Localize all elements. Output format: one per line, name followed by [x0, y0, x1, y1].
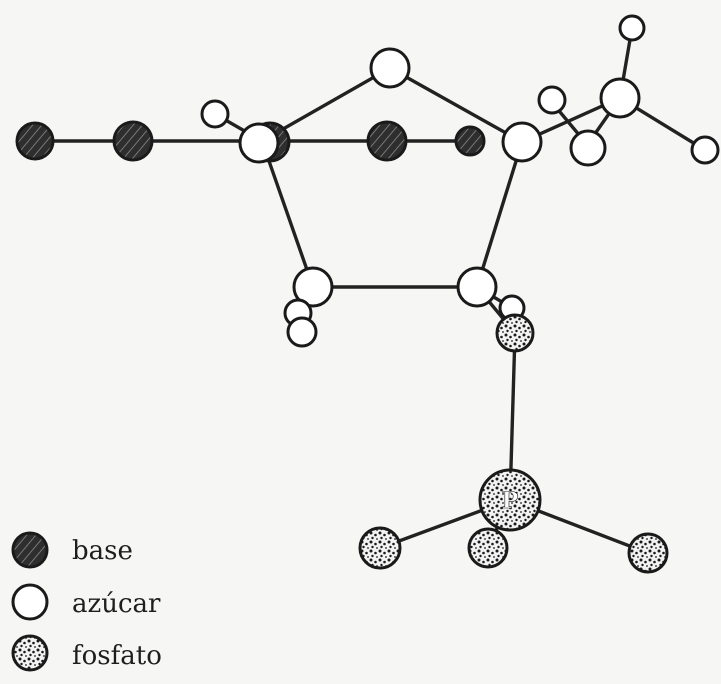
legend-label-base: base [72, 536, 133, 566]
atom-fosfato [495, 313, 535, 353]
bond-ring-2 [388, 66, 524, 144]
bond-ring-3 [475, 140, 524, 289]
phosphorus-label: P [502, 488, 519, 514]
atom-fosfato [358, 526, 402, 570]
atom-azucar [501, 121, 543, 163]
atom-azucar [292, 266, 334, 308]
atom-base [15, 121, 55, 161]
legend-label-azucar: azúcar [72, 589, 161, 619]
atom-azucar [238, 122, 280, 164]
atom-fosfato [627, 532, 669, 574]
atom-fosfato-phosphorus [478, 468, 542, 532]
atom-azucar [599, 77, 641, 119]
atom-azucar [690, 135, 720, 165]
atom-base [366, 120, 408, 162]
legend: base azúcar fosfato [11, 531, 162, 672]
atom-azucar [200, 99, 230, 129]
legend-label-fosfato: fosfato [72, 641, 162, 671]
legend-item-base: base [11, 531, 133, 569]
bond-ring-5 [260, 139, 315, 289]
legend-swatch-fosfato [11, 634, 49, 672]
atom-azucar [618, 14, 646, 42]
atoms: P [15, 14, 720, 574]
atom-azucar [569, 129, 607, 167]
atom-fosfato [467, 527, 509, 569]
atom-azucar [369, 47, 411, 89]
legend-item-fosfato: fosfato [11, 634, 162, 672]
atom-azucar [537, 85, 567, 115]
atom-base [454, 125, 486, 157]
legend-swatch-base [11, 531, 49, 569]
atom-azucar [456, 266, 498, 308]
atom-azucar [286, 316, 318, 348]
legend-item-azucar: azúcar [11, 583, 161, 621]
legend-swatch-azucar [11, 583, 49, 621]
atom-base [112, 120, 154, 162]
